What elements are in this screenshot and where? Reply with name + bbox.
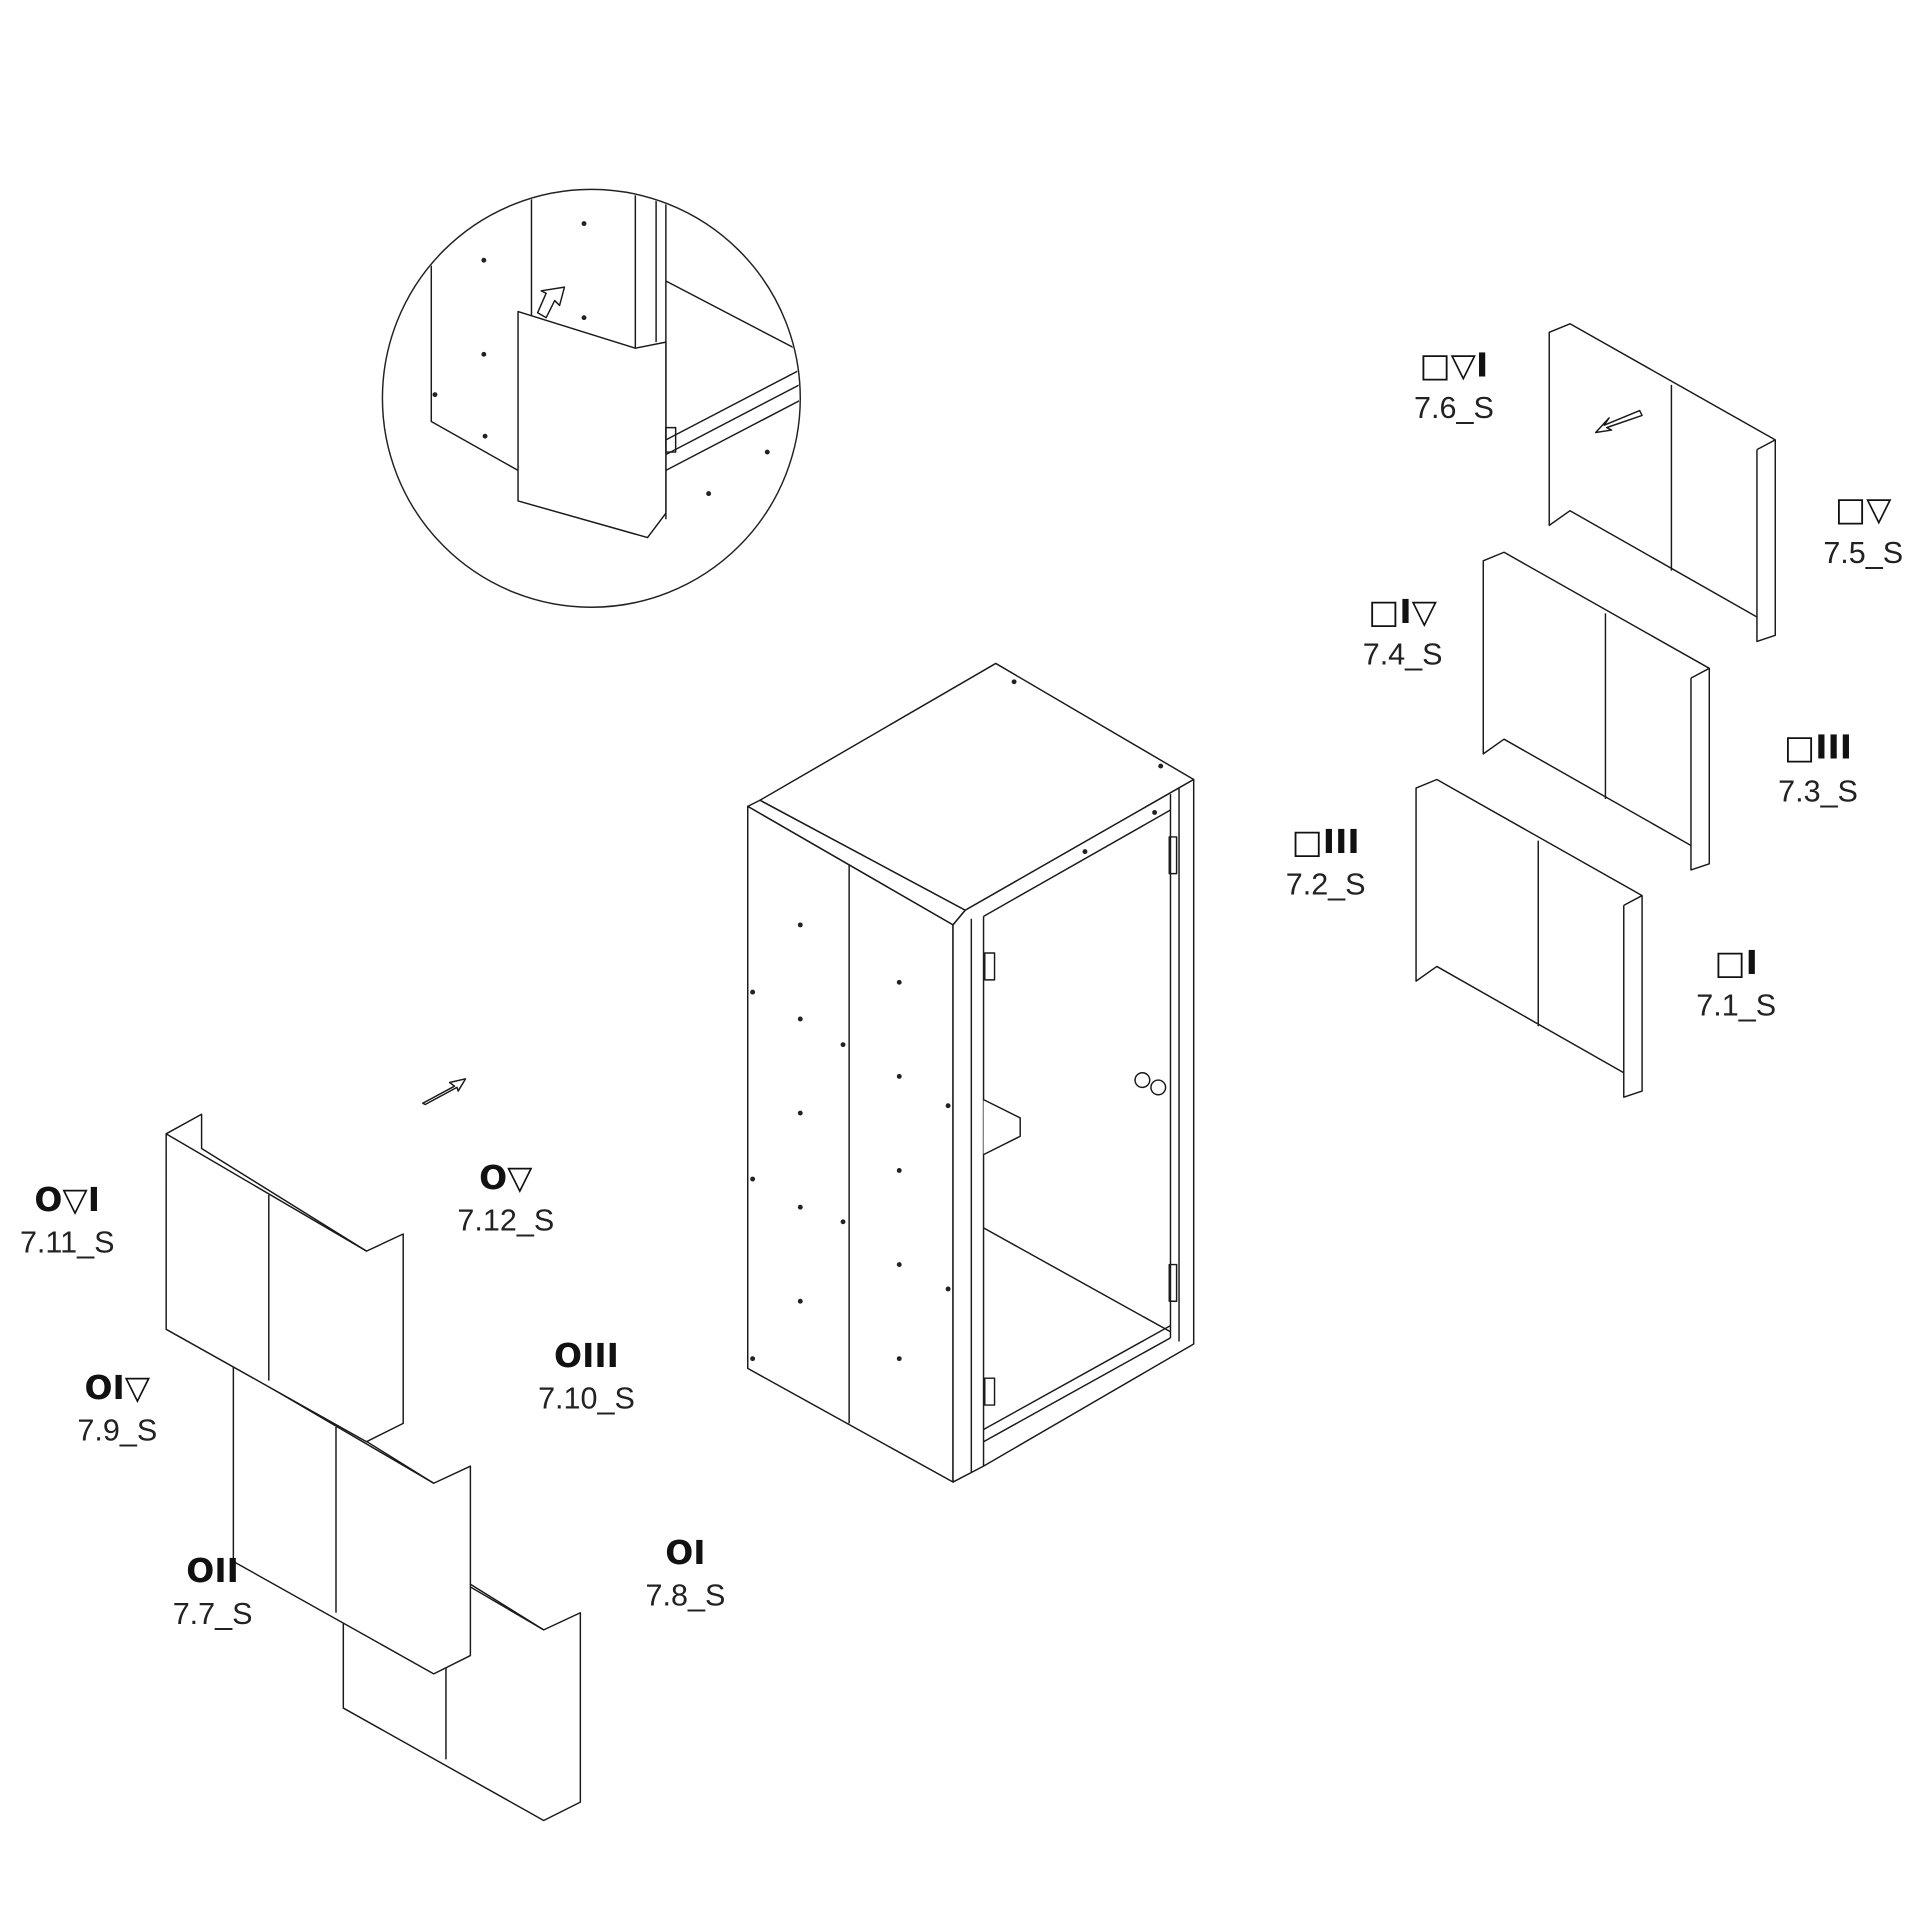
part-symbol: O▽I [34,1180,100,1219]
part-symbol: □I▽ [1368,592,1437,631]
part-number: 7.7_S [173,1597,253,1631]
part-symbol: OI▽ [84,1368,150,1407]
label-7-12: O▽ 7.12_S [457,1158,554,1238]
arrow-icon [422,1078,467,1106]
part-symbol: O▽ [479,1158,533,1197]
label-7-1: □I 7.1_S [1696,943,1776,1023]
part-symbol: □▽I [1420,345,1489,384]
panel-7-11 [165,1113,404,1443]
panel-7-2 [1415,778,1643,1098]
arrow-icon [536,286,566,319]
part-symbol: OII [186,1551,239,1590]
label-7-10: OIII 7.10_S [538,1336,635,1416]
part-symbol: OI [665,1533,705,1572]
part-number: 7.5_S [1823,536,1903,570]
part-number: 7.12_S [457,1203,554,1237]
detail-magnifier [381,188,802,608]
part-number: 7.11_S [20,1225,115,1259]
panel-7-4 [1482,551,1711,871]
label-7-6: □▽I 7.6_S [1414,345,1494,425]
part-symbol: OIII [554,1336,619,1375]
part-number: 7.1_S [1696,988,1776,1022]
label-7-5: □▽ 7.5_S [1823,489,1903,570]
part-symbol: □III [1292,822,1360,861]
label-7-4: □I▽ 7.4_S [1363,592,1443,672]
part-number: 7.8_S [646,1578,726,1612]
label-7-8: OI 7.8_S [646,1533,726,1613]
label-7-3: □III 7.3_S [1778,728,1858,809]
part-number: 7.10_S [538,1382,635,1416]
part-symbol: □▽ [1835,489,1892,528]
panel-7-6 [1548,323,1777,643]
part-number: 7.4_S [1363,638,1443,672]
part-number: 7.9_S [77,1413,157,1447]
part-labels: □▽I 7.6_S □▽ 7.5_S □I▽ 7.4_S □III 7.3_S □III… [20,345,1903,1630]
label-7-7: OII 7.7_S [173,1551,253,1631]
label-7-9: OI▽ 7.9_S [77,1368,157,1448]
arrow-icon [1594,409,1643,434]
part-number: 7.2_S [1286,867,1366,901]
part-number: 7.6_S [1414,391,1494,425]
part-symbol: □III [1784,728,1852,767]
label-7-2: □III 7.2_S [1286,822,1366,902]
label-7-11: O▽I 7.11_S [20,1180,115,1260]
part-symbol: □I [1714,943,1757,982]
part-number: 7.3_S [1778,774,1858,808]
cabinet [747,662,1195,1483]
